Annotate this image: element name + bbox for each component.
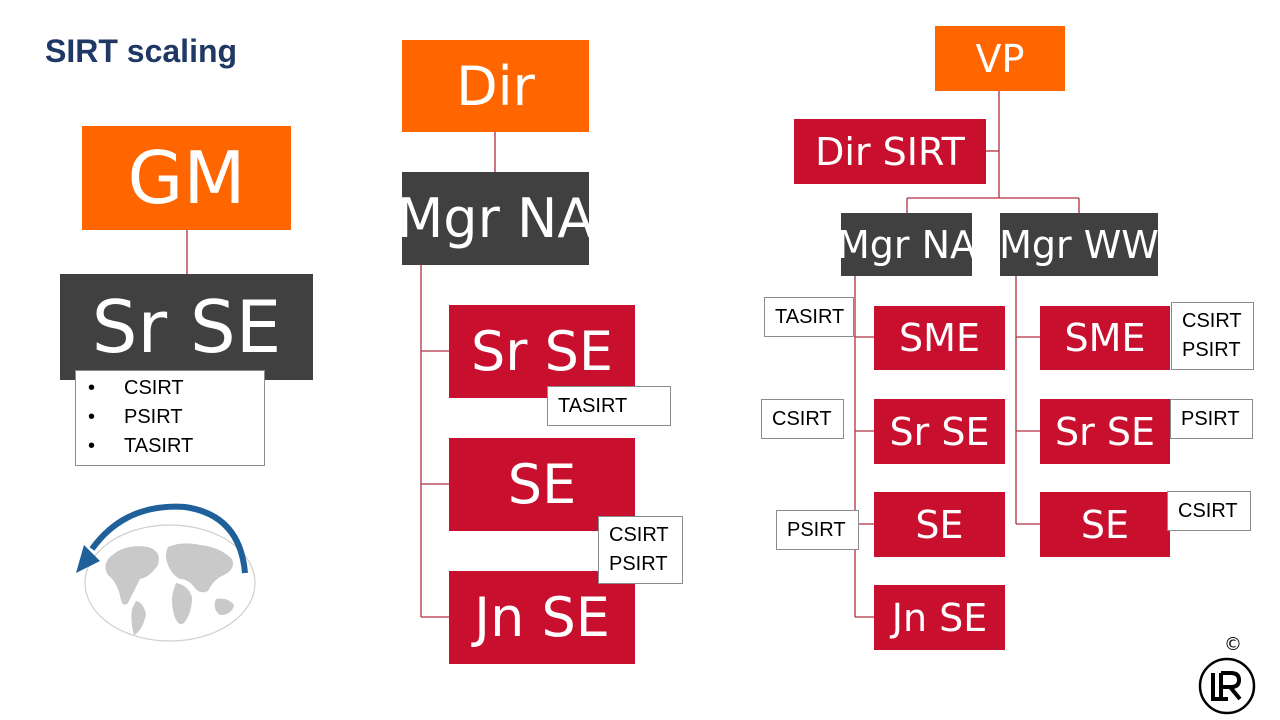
- csirt-label: CSIRT: [1182, 310, 1242, 332]
- vp-box: VP: [935, 26, 1065, 91]
- rotation-arrow-icon: [89, 503, 248, 574]
- sirt-bullet-list: CSIRT PSIRT TASIRT: [75, 370, 265, 466]
- jn-se-box: Jn SE: [449, 571, 635, 664]
- na-jn-se-box: Jn SE: [874, 585, 1005, 650]
- bullet-item: PSIRT: [88, 403, 254, 432]
- sr-se-box: Sr SE: [449, 305, 635, 398]
- ww-se-box: SE: [1040, 492, 1170, 557]
- psirt-label: PSIRT: [1182, 339, 1241, 361]
- ww-sr-se-box: Sr SE: [1040, 399, 1170, 464]
- slide-title: SIRT scaling: [45, 33, 238, 69]
- na-sme-tag: TASIRT: [764, 297, 854, 337]
- na-sme-box: SME: [874, 306, 1005, 370]
- ww-sme-tag: CSIRT PSIRT: [1171, 302, 1254, 370]
- ww-sme-box: SME: [1040, 306, 1170, 370]
- gm-box: GM: [82, 126, 291, 230]
- se-box: SE: [449, 438, 635, 531]
- ww-se-tag: CSIRT: [1167, 491, 1251, 531]
- bullet-item: CSIRT: [88, 374, 254, 403]
- na-sr-se-box: Sr SE: [874, 399, 1005, 464]
- mgr-na-box: Mgr NA: [837, 213, 976, 276]
- copyright-symbol: ©: [1224, 634, 1242, 655]
- sr-se-box: Sr SE: [60, 274, 313, 380]
- csirt-psirt-tag: CSIRT PSIRT: [598, 516, 683, 584]
- na-se-box: SE: [874, 492, 1005, 557]
- csirt-label: CSIRT: [609, 524, 669, 546]
- na-srse-tag: CSIRT: [761, 399, 844, 439]
- dir-sirt-box: Dir SIRT: [794, 119, 986, 184]
- mgr-na-box: Mgr NA: [397, 172, 594, 265]
- bullet-item: TASIRT: [88, 432, 254, 461]
- tasirt-tag: TASIRT: [547, 386, 671, 426]
- lr-logo-icon: [1198, 657, 1256, 715]
- psirt-label: PSIRT: [609, 553, 668, 575]
- na-se-tag: PSIRT: [776, 510, 859, 550]
- dir-box: Dir: [402, 40, 589, 132]
- globe-icon: [76, 503, 256, 642]
- mgr-ww-box: Mgr WW: [999, 213, 1159, 276]
- ww-srse-tag: PSIRT: [1170, 399, 1253, 439]
